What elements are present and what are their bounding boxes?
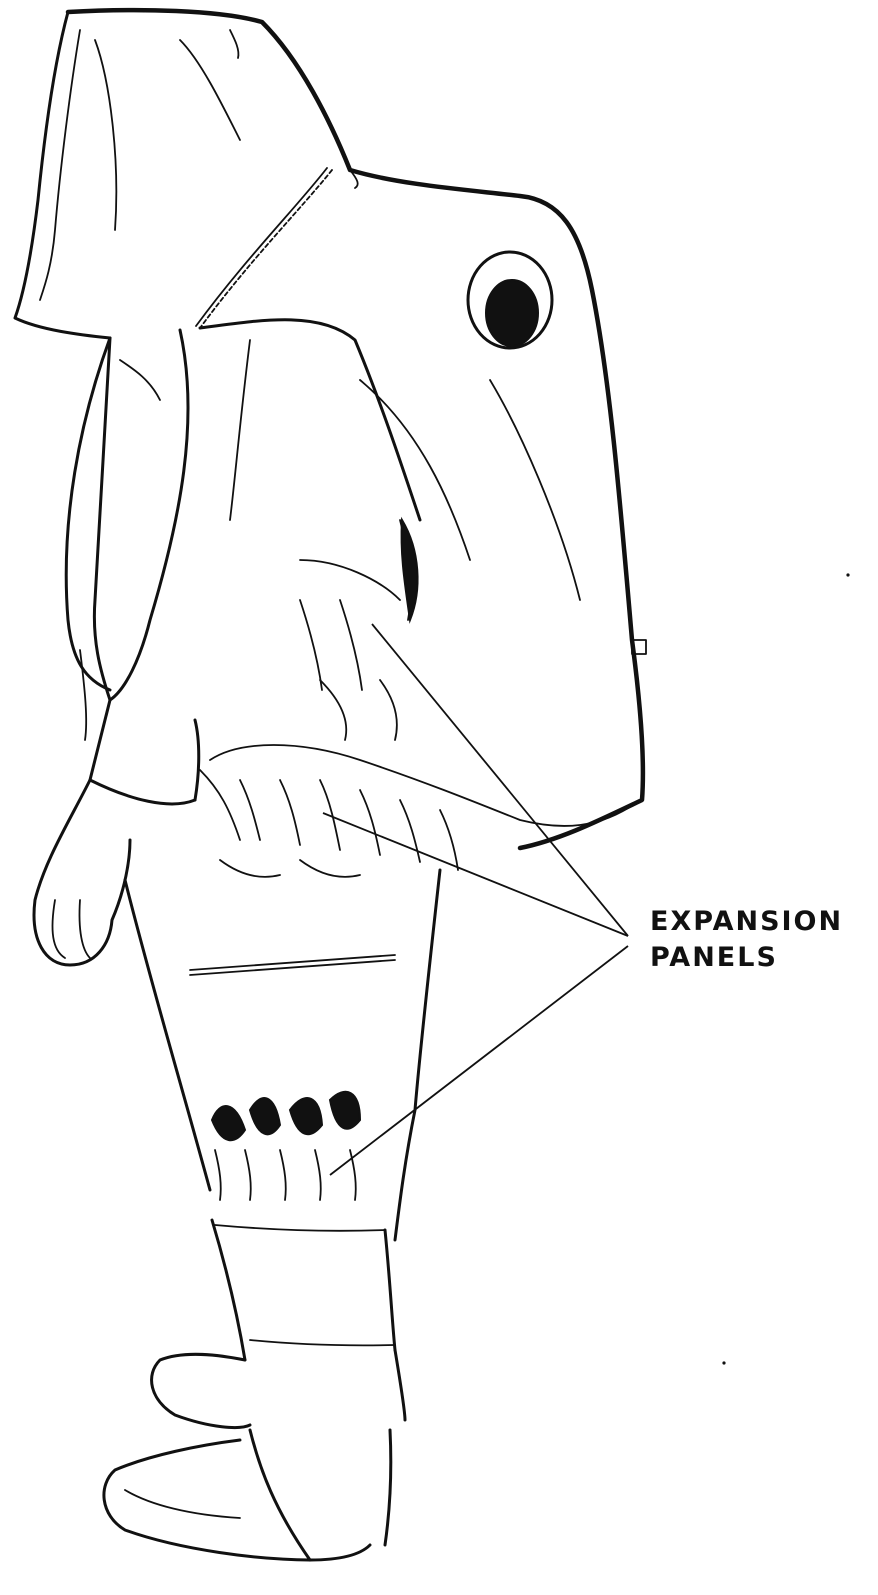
waist-expansion-panel: [200, 600, 640, 877]
hood: [15, 10, 643, 848]
arm: [34, 330, 199, 965]
speck: [722, 1361, 725, 1364]
knee-expansion-panel: [212, 1092, 360, 1200]
torso: [94, 320, 580, 700]
label-line-2: PANELS: [650, 940, 843, 976]
speck: [846, 573, 849, 576]
zipper: [196, 168, 332, 328]
expansion-panels-label: EXPANSION PANELS: [650, 904, 843, 976]
legs: [125, 870, 440, 1240]
label-line-1: EXPANSION: [650, 904, 843, 940]
boots: [104, 1220, 405, 1560]
side-port: [468, 252, 552, 348]
leader-lines: [323, 624, 628, 1175]
